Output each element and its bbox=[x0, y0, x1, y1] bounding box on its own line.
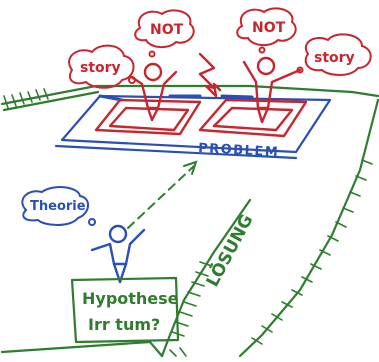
right-figure-head bbox=[256, 56, 276, 76]
solution-plane-inner-edge bbox=[160, 198, 252, 358]
problem-plane bbox=[54, 94, 332, 160]
left-figure bbox=[128, 62, 178, 122]
right-podium bbox=[198, 98, 308, 138]
blue-figure-head bbox=[108, 224, 128, 244]
sign-line2: Irr tum? bbox=[88, 315, 160, 334]
sign-line1: Hypothese bbox=[82, 289, 179, 308]
solution-plane-hatching bbox=[3, 88, 373, 357]
solution-plane bbox=[0, 84, 379, 358]
bubble-story-right-text: story bbox=[314, 50, 355, 66]
hypothesis-sign bbox=[70, 276, 180, 344]
solution-plane-right-edge bbox=[238, 98, 379, 358]
lightning-bolt-icon bbox=[198, 52, 222, 98]
solution-plane-top-edge bbox=[0, 84, 379, 106]
bubble-story-left bbox=[68, 44, 136, 89]
solution-label: LÖSUNG bbox=[201, 210, 257, 290]
bubble-not-left bbox=[134, 9, 195, 58]
left-figure-head bbox=[143, 62, 163, 82]
bubble-story-left-text: story bbox=[80, 60, 121, 76]
right-figure bbox=[242, 56, 302, 124]
blue-figure bbox=[90, 224, 146, 284]
left-podium bbox=[94, 98, 202, 136]
bubble-not-right-text: NOT bbox=[252, 20, 286, 36]
bubble-not-right bbox=[236, 7, 297, 54]
dashed-arrow bbox=[127, 160, 198, 229]
bubble-theorie bbox=[21, 186, 96, 226]
bubble-theorie-text: Theorie bbox=[30, 199, 86, 214]
problem-label: PROBLEM bbox=[198, 141, 280, 160]
bubble-not-left-text: NOT bbox=[150, 22, 184, 38]
bubble-story-right bbox=[296, 33, 372, 76]
